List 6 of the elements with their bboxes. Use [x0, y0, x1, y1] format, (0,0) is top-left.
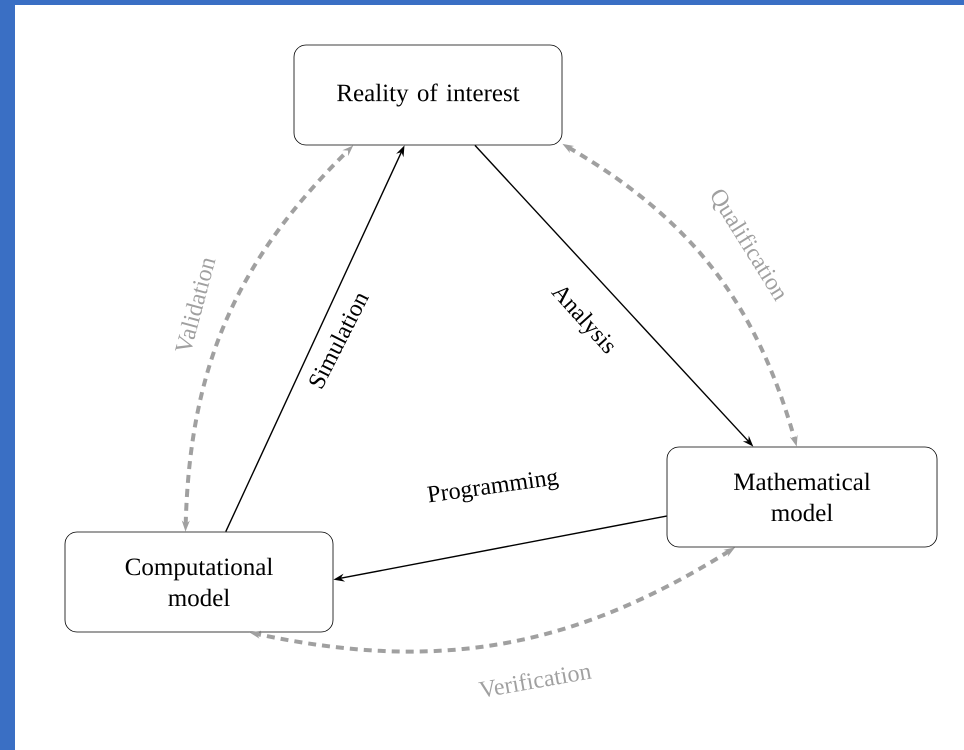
process-box: Computational model — [64, 532, 334, 632]
edge-label: Programming — [425, 467, 561, 509]
edge-label: Verification — [476, 660, 594, 700]
process-box: Mathematical model — [666, 446, 938, 548]
edge-label: Validation — [172, 254, 218, 356]
process-box: Reality of interest — [294, 44, 562, 146]
